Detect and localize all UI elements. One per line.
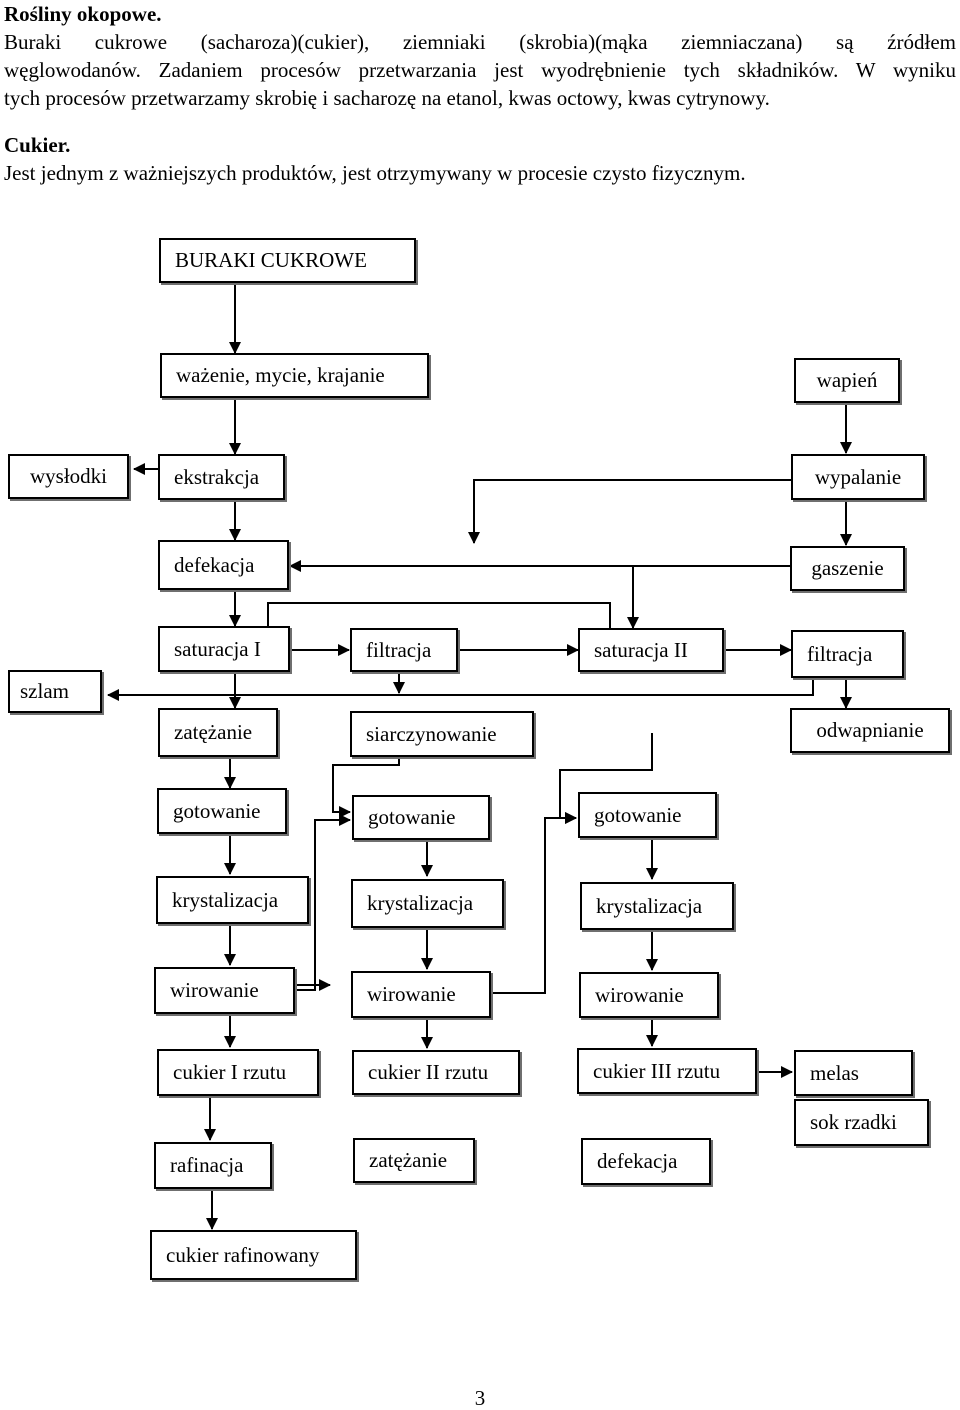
box-gotowanie-1: gotowanie	[157, 788, 287, 834]
box-wirowanie-1: wirowanie	[154, 967, 295, 1014]
box-wypalanie: wypalanie	[791, 454, 925, 500]
box-odwapnianie: odwapnianie	[790, 708, 950, 753]
section-heading-rosliny: Rośliny okopowe.	[4, 2, 162, 26]
box-filtracja-2: filtracja	[791, 630, 904, 678]
intro-section: Rośliny okopowe. Buraki cukrowe (sacharo…	[4, 0, 956, 112]
intro-paragraph-line-3: tych procesów przetwarzamy skrobię i sac…	[4, 86, 770, 110]
arrow-siarczynowanie-to-gotowanie2	[332, 757, 400, 818]
box-defekacja: defekacja	[158, 540, 289, 590]
arrow-wirowanie1-to-gotowanie2	[295, 814, 351, 991]
section-heading-cukier: Cukier.	[4, 133, 71, 157]
box-wirowanie-2: wirowanie	[351, 971, 491, 1018]
box-cukier-rafinowany: cukier rafinowany	[150, 1230, 357, 1280]
intro-paragraph-line-2: węglowodanów. Zadaniem procesów przetwar…	[4, 58, 956, 82]
box-cukier-3-rzutu: cukier III rzutu	[577, 1048, 757, 1094]
box-saturacja-1: saturacja I	[158, 626, 290, 672]
box-gaszenie: gaszenie	[790, 546, 905, 591]
cukier-section: Cukier. Jest jednym z ważniejszych produ…	[4, 131, 956, 187]
intro-paragraph-line-1: Buraki cukrowe (sacharoza)(cukier), ziem…	[4, 30, 956, 54]
arrow-loop-to-saturacja1	[267, 602, 611, 628]
box-ekstrakcja: ekstrakcja	[158, 454, 285, 500]
box-krystalizacja-2: krystalizacja	[351, 879, 504, 928]
box-cukier-2-rzutu: cukier II rzutu	[352, 1050, 520, 1095]
box-buraki-cukrowe: BURAKI CUKROWE	[159, 238, 416, 283]
box-zatezanie-2: zatężanie	[353, 1138, 475, 1183]
box-wapien: wapień	[794, 358, 900, 403]
box-wyslodki: wysłodki	[8, 454, 129, 499]
arrow-wypalanie-gas-to-ekstrakcja	[468, 479, 791, 544]
box-filtracja-1: filtracja	[350, 628, 458, 672]
arrow-wirowanie2-to-gotowanie3	[491, 812, 577, 994]
box-wazenie-mycie-krajanie: ważenie, mycie, krajanie	[160, 353, 429, 398]
box-gotowanie-2: gotowanie	[352, 795, 490, 840]
arrow-filtracja2-to-szlam	[107, 678, 814, 701]
box-krystalizacja-1: krystalizacja	[156, 876, 309, 924]
page-number: 3	[474, 1386, 486, 1410]
box-rafinacja: rafinacja	[154, 1142, 272, 1189]
box-szlam: szlam	[8, 670, 102, 713]
box-wirowanie-3: wirowanie	[579, 972, 719, 1018]
box-saturacja-2: saturacja II	[578, 628, 724, 672]
box-krystalizacja-3: krystalizacja	[580, 882, 734, 930]
box-defekacja-2: defekacja	[581, 1138, 711, 1185]
box-melas: melas	[794, 1050, 913, 1096]
box-gotowanie-3: gotowanie	[578, 792, 717, 838]
box-zatezanie-1: zatężanie	[158, 708, 278, 757]
box-cukier-1-rzutu: cukier I rzutu	[157, 1049, 319, 1096]
cukier-paragraph: Jest jednym z ważniejszych produktów, je…	[4, 161, 746, 185]
box-siarczynowanie: siarczynowanie	[350, 711, 534, 757]
box-sok-rzadki: sok rzadki	[794, 1099, 929, 1146]
